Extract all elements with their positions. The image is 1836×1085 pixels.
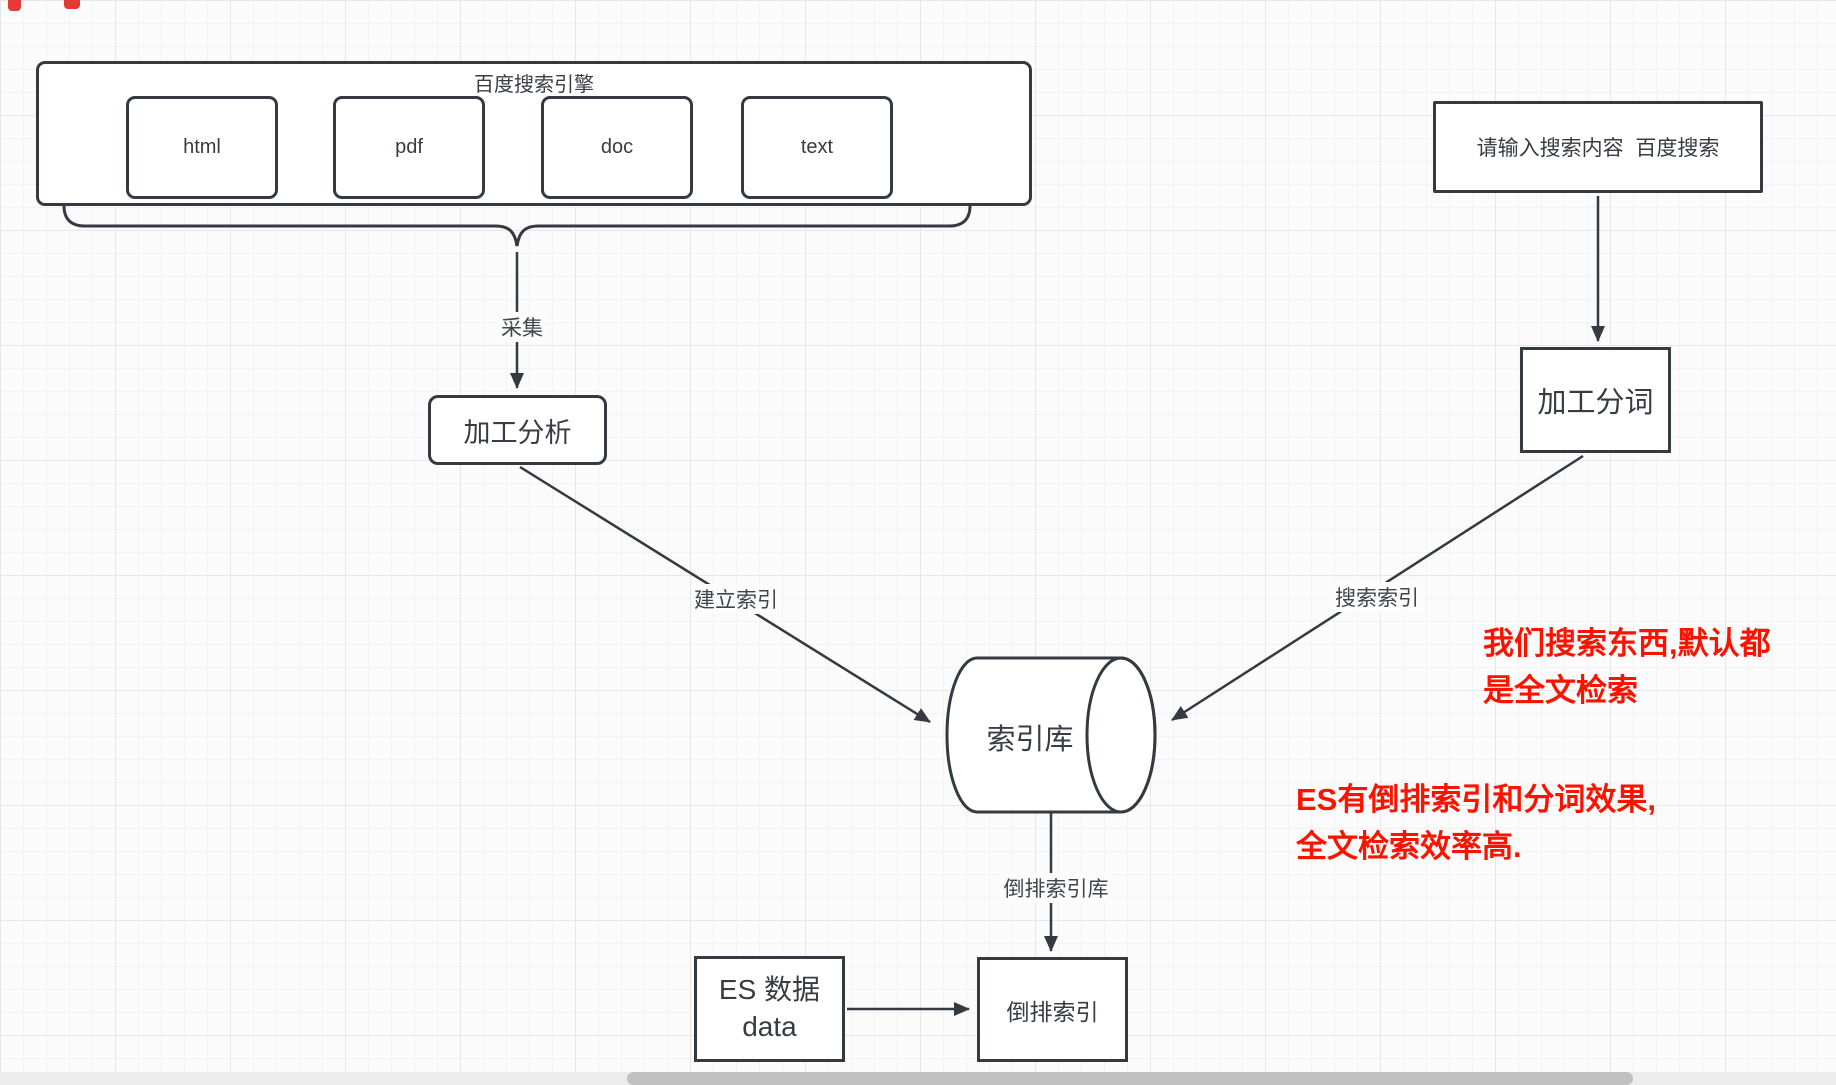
- clipped-red-mark: [8, 0, 21, 11]
- node-doc-type-text[interactable]: text: [741, 96, 893, 199]
- node-doc-type-doc[interactable]: doc: [541, 96, 693, 199]
- node-doc-type-html[interactable]: html: [126, 96, 278, 199]
- node-label: 加工分析: [463, 417, 572, 448]
- note-line: 是全文检索: [1483, 673, 1638, 708]
- node-label: html: [183, 136, 221, 158]
- node-index-store-label: 索引库: [986, 724, 1074, 756]
- edge-label-collect[interactable]: 采集: [498, 312, 546, 342]
- node-inverted-index[interactable]: 倒排索引: [977, 957, 1128, 1062]
- horizontal-scrollbar-thumb[interactable]: [627, 1072, 1633, 1085]
- edge-label-search-index[interactable]: 搜索索引: [1332, 582, 1422, 612]
- node-process-analyze[interactable]: 加工分析: [428, 395, 607, 465]
- note-fulltext-search[interactable]: 我们搜索东西,默认都 是全文检索: [1483, 620, 1771, 714]
- note-es-inverted-index[interactable]: ES有倒排索引和分词效果, 全文检索效率高.: [1296, 776, 1656, 870]
- node-doc-type-pdf[interactable]: pdf: [333, 96, 485, 199]
- node-label: 百度搜索引擎: [474, 74, 594, 96]
- node-label: ES 数据 data: [719, 972, 820, 1046]
- node-label: 倒排索引: [1006, 998, 1099, 1025]
- node-es-data[interactable]: ES 数据 data: [694, 956, 845, 1062]
- note-line: 全文检索效率高.: [1296, 829, 1522, 864]
- clipped-red-mark: [64, 0, 80, 9]
- node-index-store-cylinder[interactable]: [945, 656, 1157, 814]
- node-label: 加工分词: [1537, 387, 1654, 419]
- node-label: text: [800, 136, 834, 158]
- curly-brace[interactable]: [62, 205, 972, 247]
- node-process-segment[interactable]: 加工分词: [1520, 347, 1671, 453]
- node-label: doc: [600, 136, 634, 158]
- horizontal-scrollbar-track[interactable]: [0, 1072, 1836, 1085]
- node-label: pdf: [395, 136, 423, 158]
- es-data-line1: ES 数据: [718, 974, 821, 1006]
- edge-label-inverted-index-db[interactable]: 倒排索引库: [1000, 873, 1112, 903]
- node-search-input[interactable]: 请输入搜索内容 百度搜索: [1433, 101, 1763, 193]
- note-line: 我们搜索东西,默认都: [1483, 626, 1771, 661]
- es-data-line2: data: [742, 1011, 797, 1042]
- node-label: 请输入搜索内容 百度搜索: [1476, 137, 1720, 160]
- note-line: ES有倒排索引和分词效果,: [1296, 782, 1656, 817]
- edge-label-build-index[interactable]: 建立索引: [691, 584, 781, 614]
